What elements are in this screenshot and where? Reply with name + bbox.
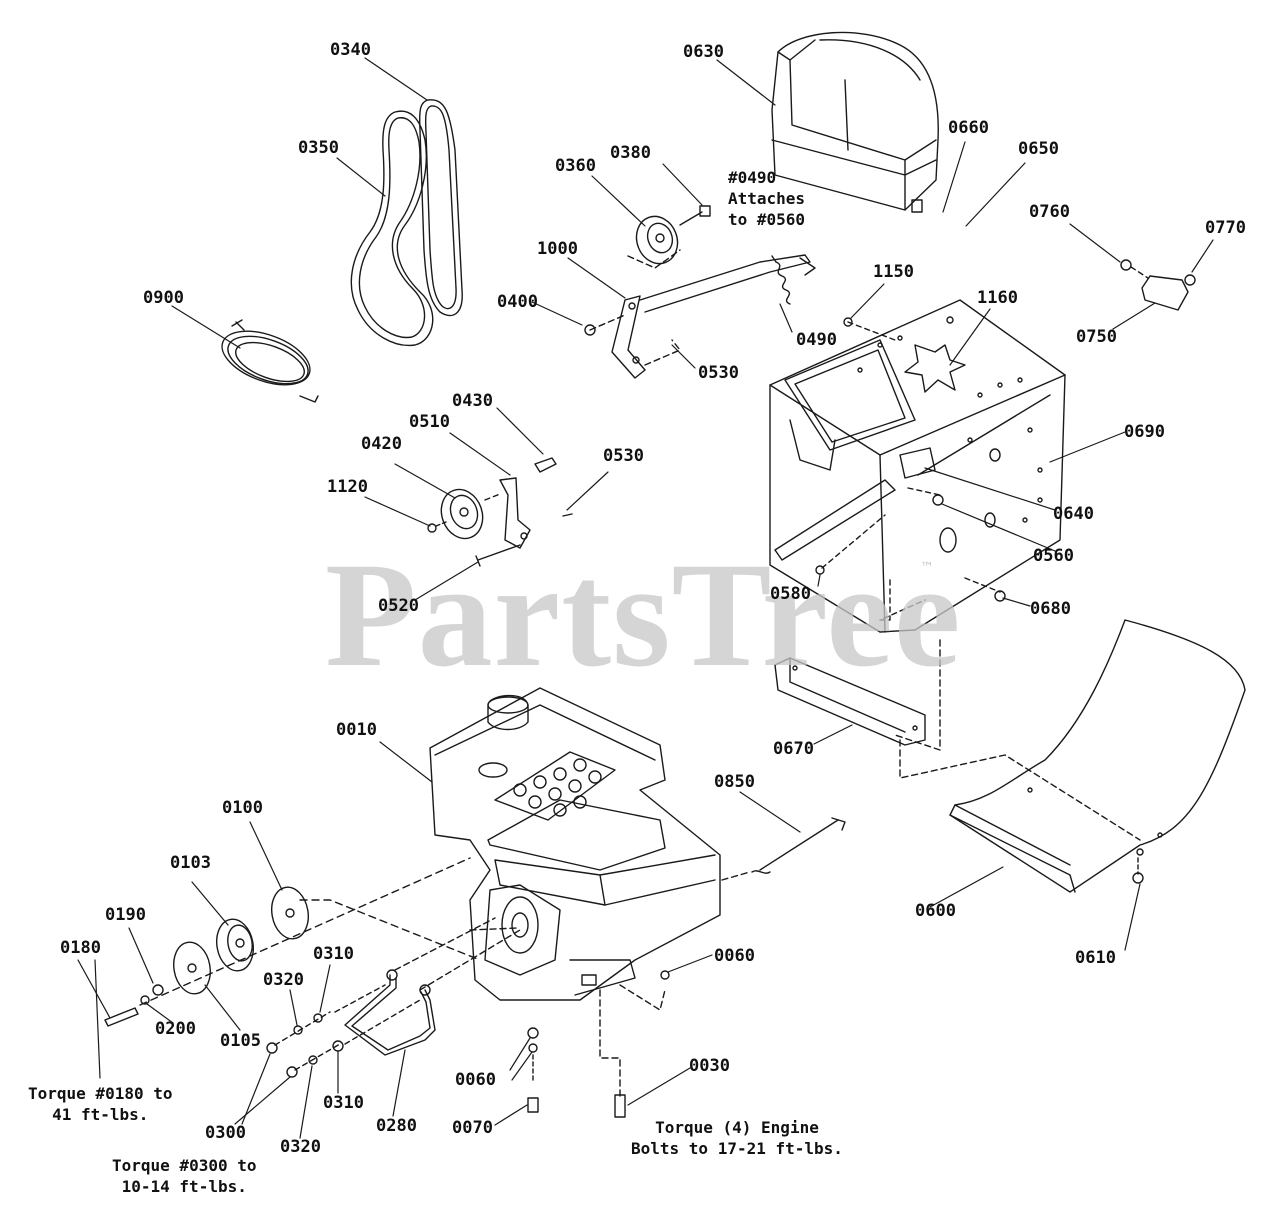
- callout-0850: 0850: [714, 772, 755, 792]
- belt-0340: [419, 99, 463, 317]
- note-0490-attaches: #0490 Attaches to #0560: [728, 168, 805, 230]
- pulley-0420: [427, 488, 484, 540]
- note-torque-engine: Torque (4) Engine Bolts to 17-21 ft-lbs.: [631, 1118, 843, 1160]
- callout-0660: 0660: [948, 118, 989, 138]
- callout-0070: 0070: [452, 1118, 493, 1138]
- note-torque-0300-line-1: Torque #0300 to: [112, 1156, 257, 1175]
- note-0490-line-3: to #0560: [728, 209, 806, 229]
- callout-0060-lower: 0060: [455, 1070, 496, 1090]
- callout-0320-lower: 0320: [280, 1137, 321, 1157]
- callout-0010: 0010: [336, 720, 377, 740]
- hardware-0300-0310-0320: [266, 984, 421, 1078]
- callout-0103: 0103: [170, 853, 211, 873]
- callout-0180: 0180: [60, 938, 101, 958]
- callout-0690: 0690: [1124, 422, 1165, 442]
- idler-arm-0510: [475, 457, 573, 567]
- callout-0510: 0510: [409, 412, 450, 432]
- callout-0770: 0770: [1205, 218, 1246, 238]
- note-torque-engine-line-2: Bolts to 17-21 ft-lbs.: [631, 1138, 843, 1158]
- callout-0530-lower: 0530: [603, 446, 644, 466]
- callout-0320-upper: 0320: [263, 970, 304, 990]
- callout-1160: 1160: [977, 288, 1018, 308]
- callout-0900: 0900: [143, 288, 184, 308]
- note-torque-engine-line-1: Torque (4) Engine: [655, 1118, 819, 1137]
- callout-0310-lower: 0310: [323, 1093, 364, 1113]
- shroud-0600: [899, 619, 1246, 893]
- callout-0530-upper: 0530: [698, 363, 739, 383]
- callout-0105: 0105: [220, 1031, 261, 1051]
- belt-0350: [350, 110, 434, 347]
- callout-0300: 0300: [205, 1123, 246, 1143]
- handle-0280: [344, 917, 521, 1056]
- callout-0670: 0670: [773, 739, 814, 759]
- callout-0190: 0190: [105, 905, 146, 925]
- callout-0520: 0520: [378, 596, 419, 616]
- callout-0420: 0420: [361, 434, 402, 454]
- callout-0100: 0100: [222, 798, 263, 818]
- note-torque-0300: Torque #0300 to 10-14 ft-lbs.: [112, 1156, 257, 1198]
- callout-0340: 0340: [330, 40, 371, 60]
- callout-0060-right: 0060: [714, 946, 755, 966]
- callout-0350: 0350: [298, 138, 339, 158]
- cable-0900: [221, 319, 319, 403]
- idler-bracket-1000: [584, 254, 816, 379]
- callout-0400: 0400: [497, 292, 538, 312]
- callout-0310-upper: 0310: [313, 944, 354, 964]
- callout-0200: 0200: [155, 1019, 196, 1039]
- watermark-trademark: ™: [920, 560, 934, 576]
- spring-0490: [771, 255, 791, 305]
- note-torque-0180-line-1: Torque #0180 to: [28, 1084, 173, 1103]
- bolts-0060-0070: [527, 1027, 539, 1113]
- callout-0610: 0610: [1075, 948, 1116, 968]
- callout-1120: 1120: [327, 477, 368, 497]
- leader-lines: [77, 57, 1214, 1139]
- pulley-stack: [104, 857, 481, 1027]
- note-torque-0300-line-2: 10-14 ft-lbs.: [121, 1176, 247, 1196]
- callout-0360: 0360: [555, 156, 596, 176]
- callout-0280: 0280: [376, 1116, 417, 1136]
- callout-0750: 0750: [1076, 327, 1117, 347]
- callout-0030: 0030: [689, 1056, 730, 1076]
- rail-0670: [774, 639, 941, 751]
- note-torque-0180: Torque #0180 to 41 ft-lbs.: [28, 1084, 173, 1126]
- engine-0010: [429, 687, 846, 1118]
- frame-housing-0690: [769, 299, 1066, 633]
- callout-0680: 0680: [1030, 599, 1071, 619]
- callout-1150: 1150: [873, 262, 914, 282]
- note-0490-line-2: Attaches: [728, 188, 806, 208]
- note-torque-0180-line-2: 41 ft-lbs.: [52, 1104, 149, 1124]
- note-0490-line-1: #0490: [728, 168, 777, 187]
- callout-1000: 1000: [537, 239, 578, 259]
- callout-0640: 0640: [1053, 504, 1094, 524]
- chute-cover-0630: [771, 31, 939, 213]
- callout-0600: 0600: [915, 901, 956, 921]
- callout-0650: 0650: [1018, 139, 1059, 159]
- idler-pulley-0360: [627, 205, 711, 269]
- bracket-0750: [1120, 259, 1196, 311]
- callout-0430: 0430: [452, 391, 493, 411]
- callout-0380: 0380: [610, 143, 651, 163]
- callout-0560: 0560: [1033, 546, 1074, 566]
- callout-0580: 0580: [770, 584, 811, 604]
- callout-0630: 0630: [683, 42, 724, 62]
- callout-0490: 0490: [796, 330, 837, 350]
- callout-0760: 0760: [1029, 202, 1070, 222]
